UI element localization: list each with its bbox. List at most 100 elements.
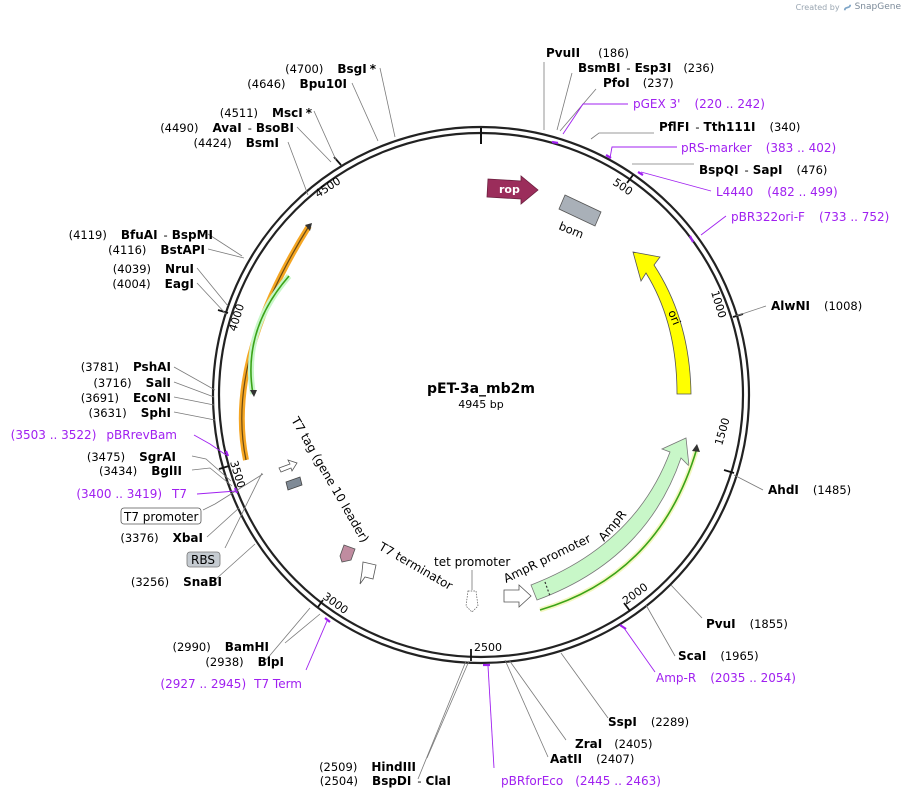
plasmid-size: 4945 bp (458, 398, 503, 411)
site-ahdi-pos: (1485) (813, 483, 851, 497)
site-bpu10i-pos: (4646) (247, 77, 285, 91)
ampr-arrow (530, 437, 690, 601)
site-avai: (4490)AvaI-BsoBI (160, 121, 294, 135)
site-bamhi: (2990)BamHI (172, 640, 269, 654)
site-pvui: PvuI(1855) (706, 617, 788, 631)
svg-text:pBR322ori-F(733 .. 752): pBR322ori-F(733 .. 752) (731, 210, 889, 224)
svg-text:(3503 .. 3522)pBRrevBam: (3503 .. 3522)pBRrevBam (11, 428, 177, 442)
svg-text:(4511)MscI*: (4511)MscI* (220, 106, 313, 120)
site-msci-name: MscI (272, 106, 303, 120)
rop-label: rop (499, 183, 520, 196)
site-bspqi-sep: - (745, 163, 749, 177)
credit-brand: SnapGene (854, 2, 901, 12)
site-bsmbi-sep: - (626, 61, 630, 75)
site-bfuai: (4119)BfuAI-BspMI (69, 228, 213, 242)
t7-promoter-label-box (120, 507, 202, 525)
svg-text:(3631)SphI: (3631)SphI (89, 406, 172, 420)
primer-t7term-name: T7 Term (253, 677, 302, 691)
primer-pgex3-name: pGEX 3' (633, 97, 680, 111)
site-bspqi-name: BspQI (699, 163, 739, 177)
primer-leader-lines (193, 103, 727, 769)
primer-pgex3-range: (220 .. 242) (694, 97, 764, 111)
site-pshai-name: PshAI (133, 360, 171, 374)
t7-promoter-arrow (278, 459, 298, 473)
tick-label-4000: 4000 (226, 302, 247, 333)
site-blpi-name: BlpI (258, 655, 284, 669)
site-eagi-pos: (4004) (112, 277, 150, 291)
tick-label-2500: 2500 (474, 641, 502, 654)
site-zrai-pos: (2405) (614, 737, 652, 751)
site-sapi-name: SapI (753, 163, 783, 177)
site-bpu10i-name: Bpu10I (300, 77, 347, 91)
site-sphi-name: SphI (141, 406, 171, 420)
primer-pbrrevbam-range: (3503 .. 3522) (11, 428, 97, 442)
svg-text:L4440(482 .. 499): L4440(482 .. 499) (716, 185, 838, 199)
site-bstapi-name: BstAPI (160, 243, 205, 257)
site-aatii: AatII (2407) (550, 752, 634, 766)
site-pfoi-pos: (237) (643, 76, 674, 90)
svg-text:(4119)BfuAI-BspMI: (4119)BfuAI-BspMI (69, 228, 213, 242)
primer-pbr322ori-name: pBR322ori-F (731, 210, 805, 224)
svg-text:(2504)BspDI-ClaI: (2504)BspDI-ClaI (320, 774, 451, 788)
svg-text:pBRforEco(2445 .. 2463): pBRforEco (2445 .. 2463) (501, 774, 661, 788)
site-bfuai-name: BfuAI (121, 228, 158, 242)
svg-text:ZraI(2405): ZraI (2405) (575, 737, 652, 751)
tick-1500: 1500 (712, 416, 735, 474)
primer-ampr-range: (2035 .. 2054) (710, 671, 796, 685)
primer-t7: (3400 .. 3419)T7 (76, 487, 187, 501)
primer-t7-name: T7 (171, 487, 187, 501)
site-bspdi: (2504)BspDI-ClaI (320, 774, 451, 788)
site-aatii-pos: (2407) (596, 752, 634, 766)
tet-promoter-label: tet promoter (434, 555, 510, 569)
site-aatii-name: AatII (550, 752, 582, 766)
site-econi-name: EcoNI (133, 391, 171, 405)
site-sspi-pos: (2289) (651, 715, 689, 729)
svg-text:(3376)XbaI: (3376)XbaI (120, 531, 203, 545)
primer-ampr: Amp-R (2035 .. 2054) (656, 671, 796, 685)
site-eagi: (4004)EagI (112, 277, 194, 291)
primer-l4440-range: (482 .. 499) (767, 185, 837, 199)
tick-500: 500 (610, 174, 635, 198)
site-bfuai-pos: (4119) (69, 228, 107, 242)
site-bsmi-pos: (4424) (193, 136, 231, 150)
site-pflfi: PflFI-Tth111I(340) (659, 120, 800, 134)
tick-label-2000: 2000 (620, 580, 650, 607)
svg-text:(3400 .. 3419)T7: (3400 .. 3419)T7 (76, 487, 187, 501)
site-pfoi-name: PfoI (603, 76, 630, 90)
site-msci-pos: (4511) (220, 106, 258, 120)
site-scai: ScaI(1965) (678, 649, 759, 663)
site-nrui: (4039)NruI (113, 262, 194, 276)
site-pfoi: PfoI (237) (603, 76, 674, 90)
site-pshai: (3781)PshAI (81, 360, 171, 374)
svg-text:(4700)BsgI*: (4700)BsgI* (285, 62, 377, 76)
site-hindiii: (2509)HindIII (319, 760, 416, 774)
ampr-orf-arrowhead (692, 444, 700, 452)
site-zrai-name: ZraI (575, 737, 602, 751)
svg-text:(2927 .. 2945)T7 Term: (2927 .. 2945)T7 Term (160, 677, 302, 691)
svg-text:PflFI-Tth111I(340): PflFI-Tth111I(340) (659, 120, 800, 134)
site-esp3i-name: Esp3I (635, 61, 672, 75)
site-pflfi-name: PflFI (659, 120, 689, 134)
site-pvuii: PvuII(186) (546, 46, 629, 60)
primer-pbrforeco-range: (2445 .. 2463) (575, 774, 661, 788)
primer-t7term: (2927 .. 2945)T7 Term (160, 677, 302, 691)
tick-label-4500: 4500 (313, 174, 344, 200)
ampr-orf (539, 447, 698, 611)
site-alwni: AlwNI(1008) (771, 299, 862, 313)
ampr-promoter-boundary (544, 581, 551, 597)
primer-prsmarker-name: pRS-marker (681, 141, 752, 155)
primer-ampr-name: Amp-R (656, 671, 696, 685)
site-bsmi: (4424)BsmI (193, 136, 279, 150)
svg-text:(4646)Bpu10I: (4646) Bpu10I (247, 77, 347, 91)
svg-text:PvuII(186): PvuII(186) (546, 46, 629, 60)
site-bfuai-sep: - (164, 228, 168, 242)
rbs-label: RBS (191, 553, 215, 567)
primer-pbrforeco-name: pBRforEco (501, 774, 563, 788)
snapgene-logo-icon (843, 4, 851, 10)
orf-green-line (250, 275, 290, 395)
site-ahdi: AhdI(1485) (768, 483, 851, 497)
site-hindiii-name: HindIII (371, 760, 416, 774)
site-pflfi-sep: - (695, 120, 699, 134)
site-bglii-pos: (3434) (99, 464, 137, 478)
site-snabi: (3256)SnaBI (131, 575, 222, 589)
